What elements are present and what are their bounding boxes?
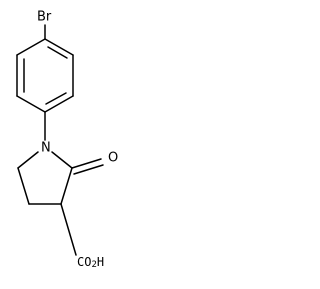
bond-n-carbonyl-c bbox=[51, 151, 73, 169]
bond-c4-c5 bbox=[17, 167, 30, 205]
bond-ring-double-1 bbox=[47, 46, 68, 59]
cooh-subscript: 2 bbox=[91, 260, 96, 270]
bond-ring-double-2 bbox=[45, 92, 67, 105]
bond-carbonyl-double-b bbox=[73, 164, 104, 175]
bond-c5-n bbox=[17, 151, 39, 169]
pyrrolidinone-ring bbox=[17, 151, 73, 205]
nitrogen-label: N bbox=[41, 141, 51, 156]
bond-carbonyl-c-c3 bbox=[60, 167, 73, 205]
bromine-label: Br bbox=[37, 10, 52, 25]
bond-ring-c6-c1 bbox=[16, 38, 46, 56]
carboxylic-acid-label: CO2H bbox=[77, 255, 104, 270]
cooh-prefix: CO bbox=[77, 255, 91, 269]
bond-ring-c3-c4 bbox=[44, 95, 74, 113]
bond-c3-cooh bbox=[60, 203, 77, 256]
bond-ring-c1-c2 bbox=[44, 38, 74, 56]
benzene-ring bbox=[16, 38, 74, 113]
bond-ring-c4-c5 bbox=[16, 95, 46, 113]
cooh-suffix: H bbox=[97, 255, 104, 269]
oxygen-label: O bbox=[108, 151, 118, 166]
structure-diagram: Br N O CO2H bbox=[0, 0, 155, 289]
bond-carbonyl-double-a bbox=[71, 158, 102, 169]
molecule-drawing: Br N O CO2H bbox=[16, 10, 118, 270]
